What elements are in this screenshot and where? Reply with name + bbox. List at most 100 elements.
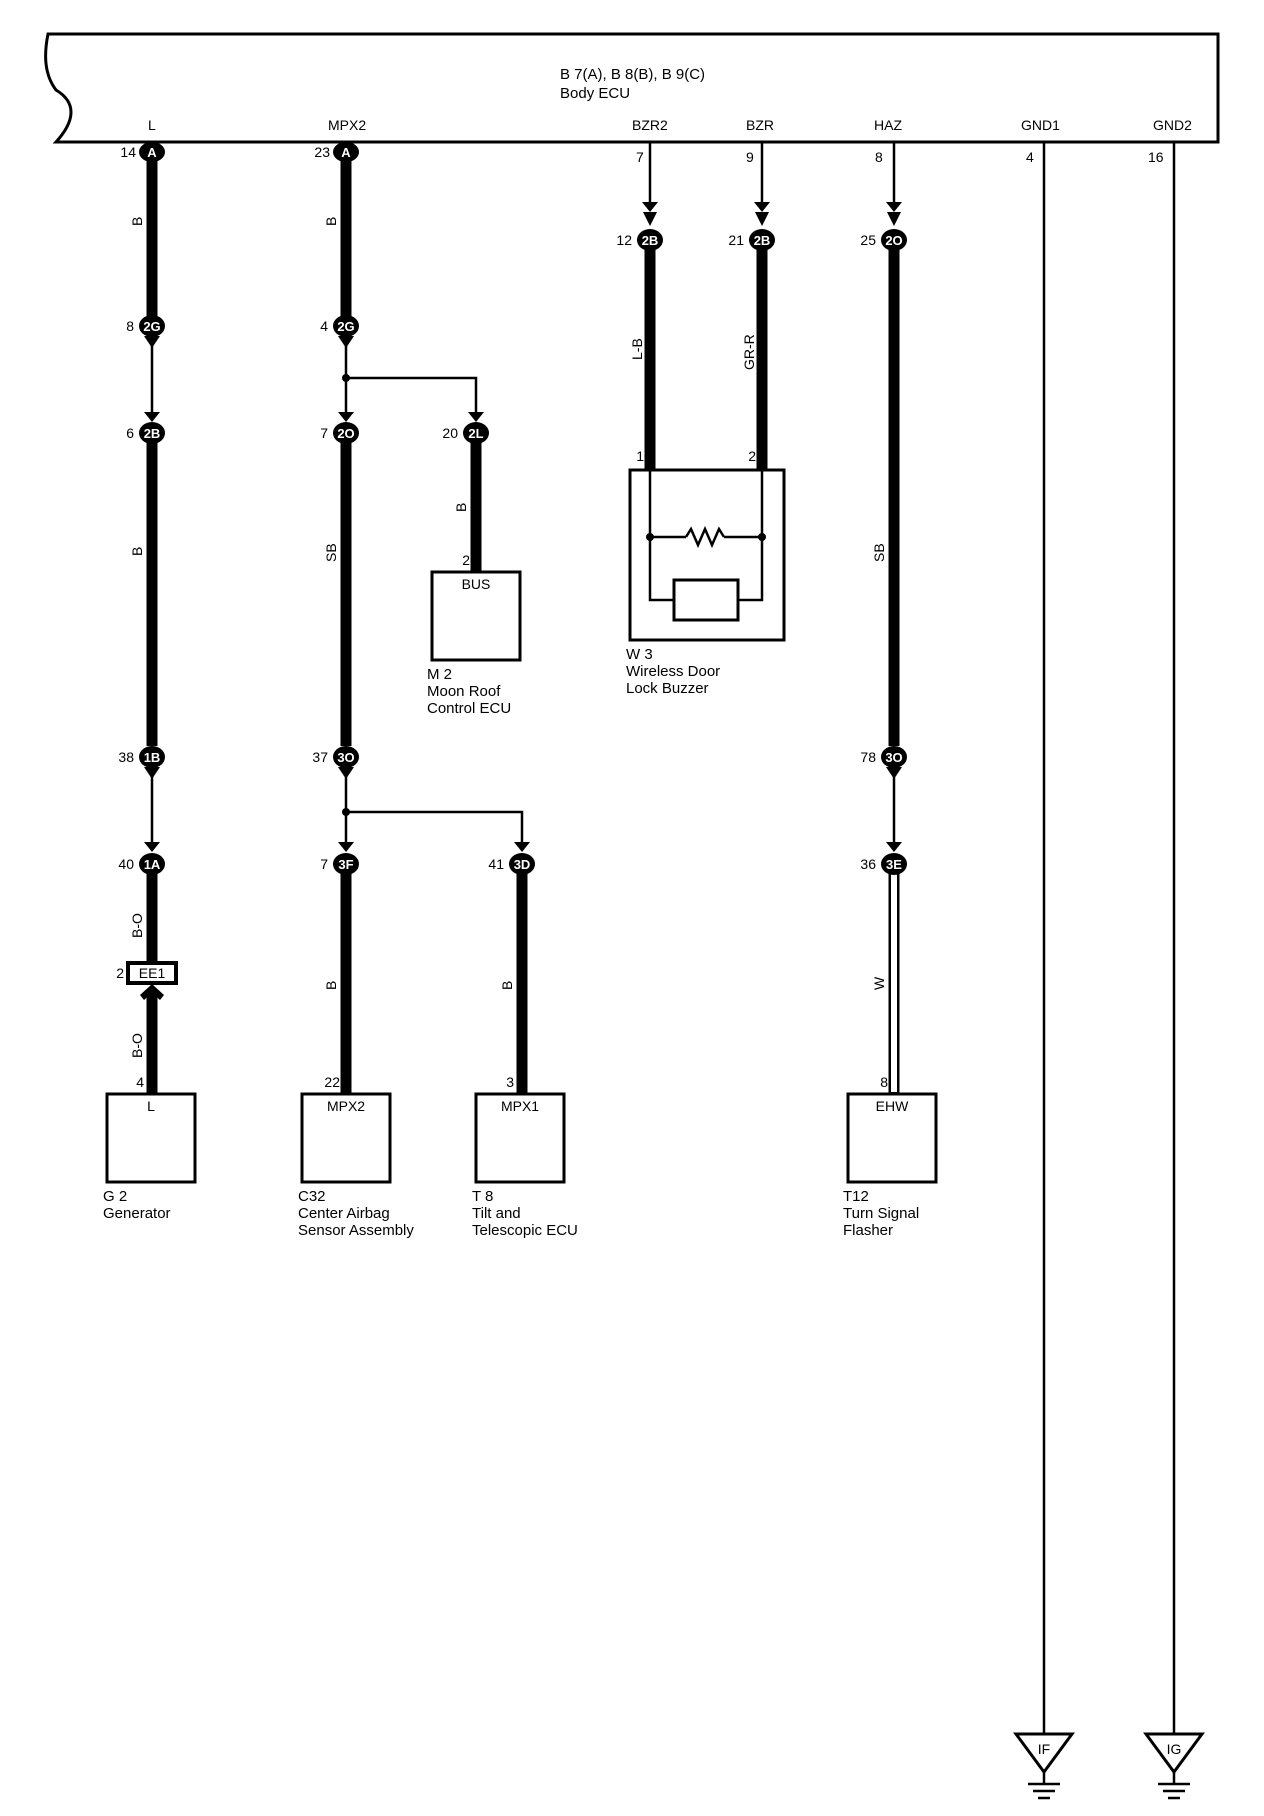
column-mpx2: B SB B B B A 23 2G 4 2O 7 2L 20 <box>298 142 578 1239</box>
connector-m-a: A 23 <box>314 142 359 162</box>
ground-label-if: IF <box>1038 1741 1050 1757</box>
component-label: MPX2 <box>327 1098 365 1114</box>
component-pin: 4 <box>136 1074 144 1090</box>
component-g2: 4 L G 2 Generator <box>103 1074 197 1222</box>
connector-num: 37 <box>312 749 328 765</box>
component-code: C32 <box>298 1188 326 1205</box>
component-label: BUS <box>462 576 491 592</box>
connector-m-3o: 3O 37 <box>312 746 359 779</box>
ecu-pin-haz: HAZ <box>874 117 902 133</box>
ecu-pinnum-gnd1: 4 <box>1026 149 1034 165</box>
wire-color-l4: B-O <box>129 1033 145 1058</box>
component-code: T12 <box>843 1188 869 1205</box>
connector-num: 23 <box>314 144 330 160</box>
connector-haz-3o: 3O 78 <box>860 746 907 779</box>
wire-m-branch-2 <box>346 810 524 848</box>
wire-color-haz2: W <box>871 976 887 990</box>
wire-color-m1: B <box>323 217 339 226</box>
ecu-pin-gnd1: GND1 <box>1021 117 1060 133</box>
connector-label: 1A <box>144 857 161 872</box>
connector-label: 3O <box>885 750 902 765</box>
wire-color-bzr2: L-B <box>629 338 645 360</box>
component-name-1: Moon Roof <box>427 683 501 700</box>
connector-l-a: A 14 <box>120 142 165 162</box>
connector-num: 38 <box>118 749 134 765</box>
wire-color-l3: B-O <box>129 913 145 938</box>
ground-point-ig <box>1143 1732 1205 1775</box>
column-l: B B B-O B-O A 14 2G 8 2B 6 1B 38 <box>103 142 197 1222</box>
component-t12: 8 EHW T12 Turn Signal Flasher <box>843 1074 938 1239</box>
wire-color-m3: B <box>453 503 469 512</box>
component-name-1: Wireless Door <box>626 663 720 680</box>
component-label: EHW <box>876 1098 909 1114</box>
connector-l-1a: 1A 40 <box>118 842 165 875</box>
ecu-name: Body ECU <box>560 85 630 102</box>
splice-point <box>342 808 350 816</box>
ecu-pin-l: L <box>148 117 156 133</box>
ecu-pinnum-haz: 8 <box>875 149 883 165</box>
component-name-2: Flasher <box>843 1222 893 1239</box>
ground-gnd2: IG <box>1143 142 1205 1800</box>
connector-label: 2O <box>337 426 354 441</box>
wire-color-m2: SB <box>323 543 339 562</box>
ecu-header: B 7(A), B 8(B), B 9(C) <box>560 66 705 83</box>
ecu-pin-bzr2: BZR2 <box>632 117 668 133</box>
column-buzzer: L-B GR-R 2B 12 2B 21 1 2 <box>616 142 786 697</box>
junction-dot <box>646 533 654 541</box>
buzzer-coil <box>672 578 740 622</box>
component-m2: 2 BUS M 2 Moon Roof Control ECU <box>427 552 522 717</box>
component-code: G 2 <box>103 1188 127 1205</box>
connector-label: 2B <box>754 233 771 248</box>
component-name-1: Generator <box>103 1205 171 1222</box>
ecu-pinnum-gnd2: 16 <box>1148 149 1164 165</box>
ground-point-if <box>1013 1732 1075 1775</box>
connector-num: 8 <box>126 318 134 334</box>
ecu-pin-bzr: BZR <box>746 117 774 133</box>
body-ecu-block: B 7(A), B 8(B), B 9(C) Body ECU L MPX2 B… <box>44 32 1220 165</box>
connector-m-3f: 3F 7 <box>320 842 359 875</box>
connector-label: 2G <box>143 319 160 334</box>
connector-label: 3O <box>337 750 354 765</box>
component-name-2: Telescopic ECU <box>472 1222 578 1239</box>
connector-label: A <box>341 145 351 160</box>
junction-dot <box>758 533 766 541</box>
component-name-2: Control ECU <box>427 700 511 717</box>
connector-bzr-2b: 2B 21 <box>728 202 775 251</box>
component-pin: 8 <box>880 1074 888 1090</box>
component-name-2: Sensor Assembly <box>298 1222 414 1239</box>
component-name-1: Tilt and <box>472 1205 521 1222</box>
connector-haz-3e: 3E 36 <box>860 842 907 875</box>
column-haz: SB W 2O 25 3O 78 3E 36 8 EHW T12 Turn Si… <box>843 142 938 1239</box>
connector-num: 21 <box>728 232 744 248</box>
component-c32: 22 MPX2 C32 Center Airbag Sensor Assembl… <box>298 1074 414 1239</box>
component-code: T 8 <box>472 1188 493 1205</box>
connector-num: 7 <box>320 425 328 441</box>
connector-label: 3F <box>338 857 353 872</box>
connector-num: 41 <box>488 856 504 872</box>
connector-m-2l: 2L 20 <box>442 412 489 444</box>
component-code: M 2 <box>427 666 452 683</box>
connector-num: 2 <box>116 965 124 981</box>
ecu-pin-gnd2: GND2 <box>1153 117 1192 133</box>
connector-num: 40 <box>118 856 134 872</box>
splice-point <box>342 374 350 382</box>
connector-num: 4 <box>320 318 328 334</box>
component-pin: 3 <box>506 1074 514 1090</box>
wire-color-m4: B <box>323 981 339 990</box>
connector-m-2o: 2O 7 <box>320 412 359 444</box>
component-name-1: Center Airbag <box>298 1205 390 1222</box>
connector-label: 2L <box>468 426 483 441</box>
ecu-pinnum-bzr2: 7 <box>636 149 644 165</box>
component-t8: 3 MPX1 T 8 Tilt and Telescopic ECU <box>472 1074 578 1239</box>
component-pin-2: 2 <box>748 448 756 464</box>
connector-label: 2B <box>144 426 161 441</box>
wire-color-haz1: SB <box>871 543 887 562</box>
connector-l-2g: 2G 8 <box>126 315 165 348</box>
connector-label: 2O <box>885 233 902 248</box>
component-label: MPX1 <box>501 1098 539 1114</box>
connector-num: 36 <box>860 856 876 872</box>
connector-label: EE1 <box>139 965 166 981</box>
connector-num: 7 <box>320 856 328 872</box>
wire-color-l2: B <box>129 547 145 556</box>
component-name-1: Turn Signal <box>843 1205 919 1222</box>
